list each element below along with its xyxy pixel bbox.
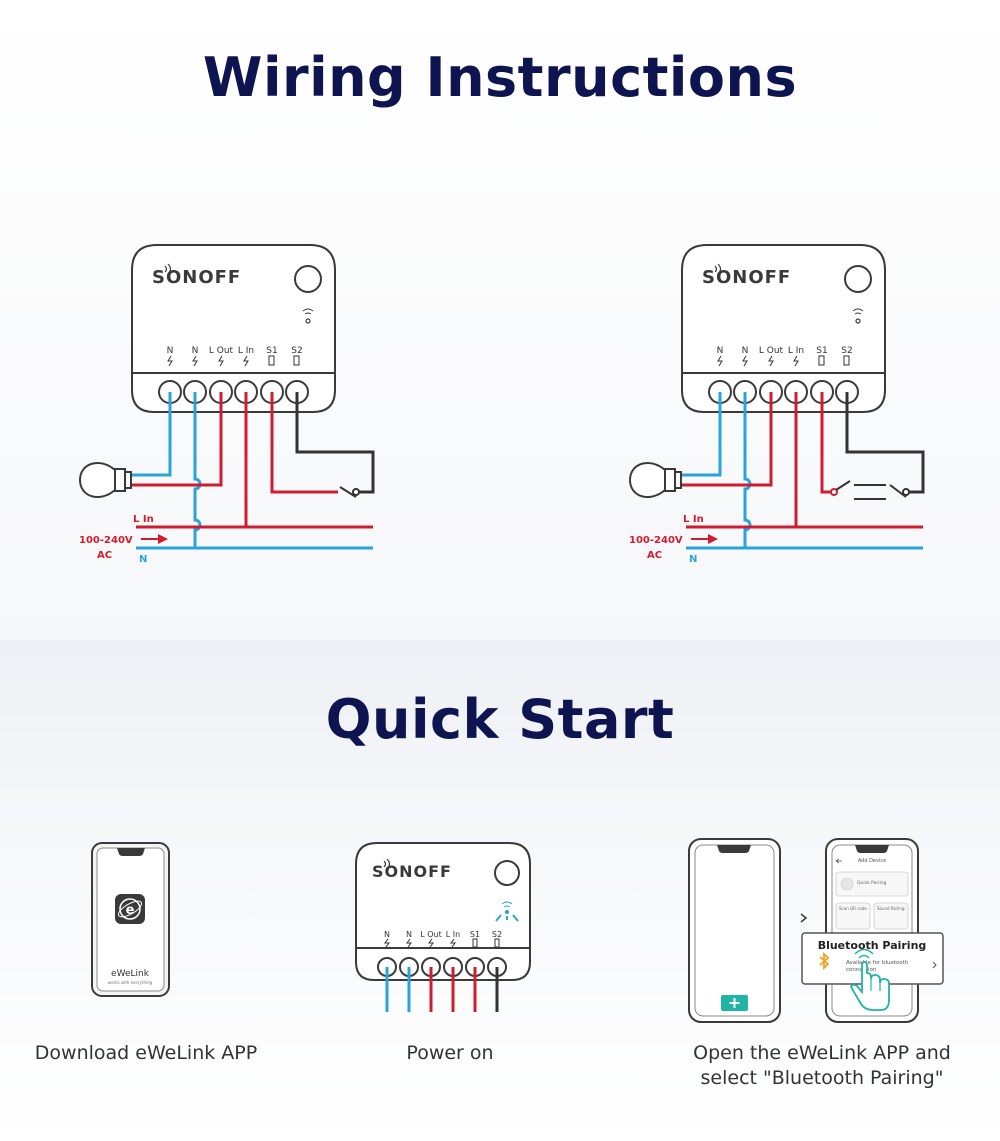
step-1-caption-line-1: Download eWeLink APP <box>34 1042 258 1064</box>
step-2-caption-line-1: Power on <box>406 1042 494 1064</box>
sound-pairing-label: Sound Pairing <box>877 906 905 911</box>
terminal-symbols <box>717 355 850 367</box>
terminal-label-lout: L Out <box>759 346 784 356</box>
brand-logo: SONOFF <box>152 267 241 288</box>
ac-label: AC <box>97 550 112 561</box>
neutral-label: N <box>139 554 147 565</box>
terminal-label-n1: N <box>167 346 174 356</box>
app-tagline-label: works with everything <box>108 980 153 985</box>
wire-s1-to-switch <box>270 392 338 494</box>
quick-start-title: Quick Start <box>325 688 675 751</box>
bluetooth-card-title: Bluetooth Pairing <box>818 939 927 952</box>
stub-wires <box>385 967 499 1012</box>
two-way-switch-icon <box>830 480 910 500</box>
pair-button-icon <box>294 265 322 293</box>
wire-n-to-bulb <box>680 392 722 477</box>
phone-notch-icon <box>117 848 145 856</box>
light-bulb-icon <box>628 461 682 499</box>
wifi-logo-icon <box>164 263 172 275</box>
wall-switch-icon <box>339 486 360 498</box>
terminal-label-lout: L Out <box>420 930 442 939</box>
step-2-caption: Power on <box>345 1041 555 1066</box>
pair-button-icon <box>844 265 872 293</box>
step-1-caption: Download eWeLink APP <box>20 1041 272 1066</box>
chevron-right-icon <box>932 961 937 969</box>
terminal-label-n2: N <box>406 930 412 939</box>
terminal-symbols <box>384 938 500 948</box>
voltage-label: 100-240V <box>79 535 133 546</box>
svg-text:e: e <box>126 903 135 918</box>
terminal-label-s1: S1 <box>266 346 277 356</box>
wire-s2-to-switch <box>845 392 925 494</box>
home-screen-phone <box>688 838 781 1023</box>
ac-label: AC <box>647 550 662 561</box>
terminal-label-lout: L Out <box>209 346 234 356</box>
pair-button-icon <box>494 860 520 886</box>
wire-lout-to-bulb <box>130 392 223 487</box>
wire-lout-to-bulb <box>680 392 773 487</box>
terminal-label-s1: S1 <box>470 930 480 939</box>
terminal-label-n1: N <box>717 346 724 356</box>
terminal-label-s2: S2 <box>841 346 852 356</box>
step-3-caption-line-2: select "Bluetooth Pairing" <box>700 1067 944 1089</box>
current-arrow-icon <box>691 534 718 544</box>
wire-s1-to-switch <box>820 392 832 494</box>
terminal-label-n1: N <box>384 930 390 939</box>
scan-qr-label: Scan QR code <box>839 906 867 911</box>
terminal-symbols <box>167 355 300 367</box>
wire-s2-to-switch <box>295 392 375 494</box>
ewelink-phone-illustration: e eWeLink works with everything <box>91 842 170 997</box>
bluetooth-icon <box>819 951 830 971</box>
wire-n-to-neutral <box>743 392 752 548</box>
module-body <box>681 244 886 413</box>
powered-module-illustration: SONOFF N N L Out L In S1 S2 <box>355 842 531 1012</box>
light-bulb-icon <box>78 461 132 499</box>
terminal-label-n2: N <box>742 346 749 356</box>
led-wifi-icon <box>852 308 864 324</box>
brand-logo: SONOFF <box>372 862 452 881</box>
neutral-label: N <box>689 554 697 565</box>
terminal-label-s2: S2 <box>291 346 302 356</box>
bluetooth-card-subtitle-1: Available for bluetooth <box>846 960 909 966</box>
wiring-title: Wiring Instructions <box>202 46 798 109</box>
terminal-label-n2: N <box>192 346 199 356</box>
quick-pairing-label: Quick Pairing <box>857 880 887 886</box>
next-arrow-icon <box>800 913 808 923</box>
wiring-diagram-single-switch: SONOFF N N L Out L In S1 S2 <box>78 244 375 565</box>
screen-header-label: Add Device <box>858 858 886 864</box>
back-arrow-icon <box>835 858 842 864</box>
live-label: L In <box>133 514 154 525</box>
bluetooth-pairing-illustration: Add Device Quick Pairing Scan QR code So… <box>688 838 944 1023</box>
terminal-label-lin: L In <box>788 346 804 356</box>
terminal-label-lin: L In <box>238 346 254 356</box>
tap-hand-icon <box>849 948 890 1011</box>
step-3-caption-line-1: Open the eWeLink APP and <box>693 1042 951 1064</box>
wire-n-to-bulb <box>130 392 172 477</box>
wire-n-to-neutral <box>193 392 202 548</box>
app-name-label: eWeLink <box>111 969 150 979</box>
voltage-label: 100-240V <box>629 535 683 546</box>
wiring-diagram-two-way-switch: SONOFF N N L Out L In S1 S2 <box>628 244 925 565</box>
terminal-label-lin: L In <box>446 930 460 939</box>
module-body <box>131 244 336 413</box>
wifi-logo-icon <box>383 858 391 870</box>
wifi-logo-icon <box>714 263 722 275</box>
live-label: L In <box>683 514 704 525</box>
ewelink-app-icon: e <box>115 894 145 924</box>
brand-logo: SONOFF <box>702 267 791 288</box>
quick-pairing-icon <box>840 877 854 891</box>
current-arrow-icon <box>141 534 168 544</box>
terminal-label-s2: S2 <box>492 930 502 939</box>
step-3-caption: Open the eWeLink APP and select "Bluetoo… <box>672 1041 972 1091</box>
terminal-label-s1: S1 <box>816 346 827 356</box>
led-wifi-icon <box>302 308 314 324</box>
blinking-led-icon <box>495 901 519 922</box>
